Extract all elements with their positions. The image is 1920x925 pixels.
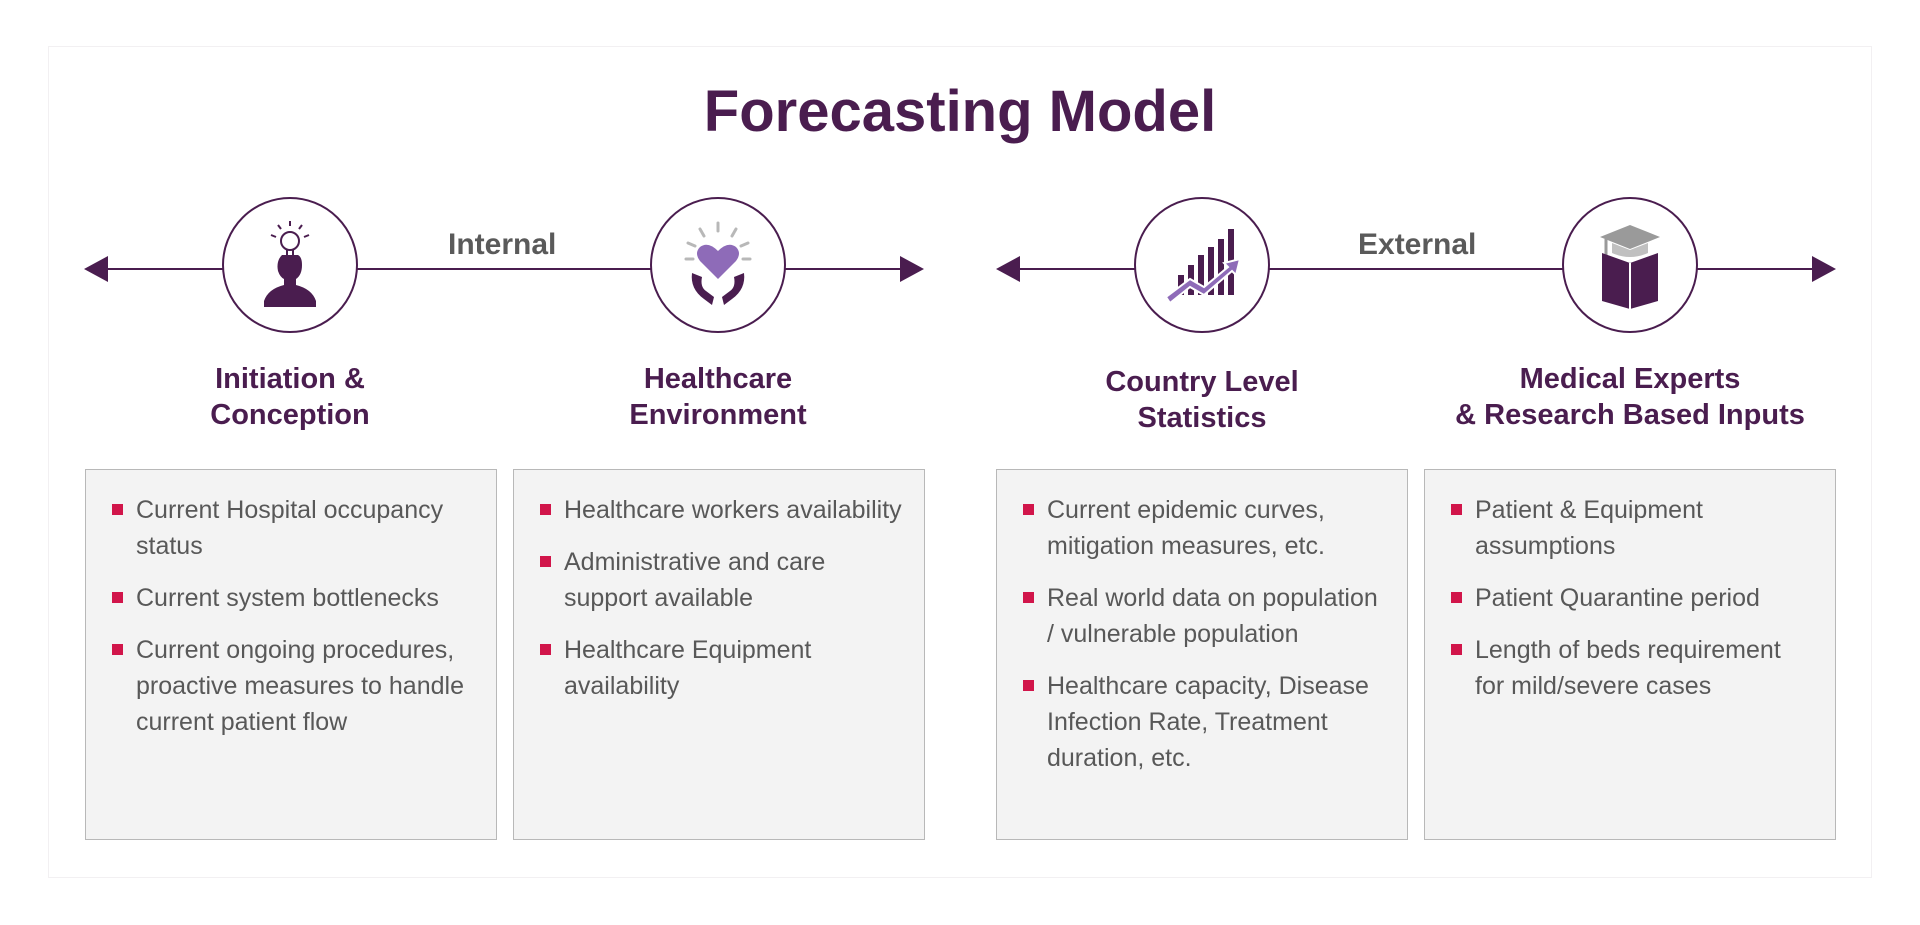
list-item: Healthcare capacity, Disease Infection R… — [1019, 668, 1385, 776]
internal-arrow-right-icon — [900, 256, 924, 282]
internal-arrow-left-icon — [84, 256, 108, 282]
external-arrow-left-icon — [996, 256, 1020, 282]
healthcare-icon-circle — [650, 197, 786, 333]
country-stats-icon-circle — [1134, 197, 1270, 333]
list-item: Current ongoing procedures, proactive me… — [108, 632, 474, 740]
bullet-icon — [1451, 504, 1462, 515]
heading-healthcare-environment: Healthcare Environment — [629, 363, 807, 431]
page-title: Forecasting Model — [703, 79, 1217, 144]
initiation-details-box: Current Hospital occupancy status Curren… — [85, 469, 497, 840]
bullet-icon — [112, 504, 123, 515]
heart-hands-icon — [684, 221, 752, 305]
bullet-icon — [1451, 644, 1462, 655]
bullet-icon — [1023, 592, 1034, 603]
initiation-bullet-list: Current Hospital occupancy status Curren… — [108, 492, 474, 740]
bullet-icon — [1023, 680, 1034, 691]
medical-experts-icon-circle — [1562, 197, 1698, 333]
internal-group-label: Internal — [442, 228, 563, 262]
internal-axis-line — [98, 268, 912, 270]
bullet-icon — [540, 644, 551, 655]
heading-medical-experts: Medical Experts & Research Based Inputs — [1455, 363, 1805, 431]
external-arrow-right-icon — [1812, 256, 1836, 282]
healthcare-details-box: Healthcare workers availability Administ… — [513, 469, 925, 840]
external-axis-line — [1010, 268, 1824, 270]
heading-initiation: Initiation & Conception — [210, 363, 370, 431]
bullet-icon — [1023, 504, 1034, 515]
country-stats-bullet-list: Current epidemic curves, mitigation meas… — [1019, 492, 1385, 776]
medical-experts-details-box: Patient & Equipment assumptions Patient … — [1424, 469, 1836, 840]
list-item: Patient Quarantine period — [1447, 580, 1813, 616]
graduation-book-icon — [1600, 225, 1660, 309]
bullet-icon — [540, 504, 551, 515]
list-item: Healthcare workers availability — [536, 492, 902, 528]
medical-experts-bullet-list: Patient & Equipment assumptions Patient … — [1447, 492, 1813, 704]
diagram-frame — [48, 46, 1872, 878]
list-item: Administrative and care support availabl… — [536, 544, 902, 616]
list-item: Healthcare Equipment availability — [536, 632, 902, 704]
list-item: Current epidemic curves, mitigation meas… — [1019, 492, 1385, 564]
list-item: Patient & Equipment assumptions — [1447, 492, 1813, 564]
heading-country-level-statistics: Country Level Statistics — [1105, 366, 1299, 434]
bullet-icon — [1451, 592, 1462, 603]
initiation-icon-circle — [222, 197, 358, 333]
external-group-label: External — [1352, 228, 1483, 262]
healthcare-bullet-list: Healthcare workers availability Administ… — [536, 492, 902, 704]
list-item: Current system bottlenecks — [108, 580, 474, 616]
country-stats-details-box: Current epidemic curves, mitigation meas… — [996, 469, 1408, 840]
bullet-icon — [540, 556, 551, 567]
person-lightbulb-icon — [264, 221, 316, 307]
bullet-icon — [112, 644, 123, 655]
list-item: Length of beds requirement for mild/seve… — [1447, 632, 1813, 704]
list-item: Current Hospital occupancy status — [108, 492, 474, 564]
list-item: Real world data on population / vulnerab… — [1019, 580, 1385, 652]
bar-chart-growth-icon — [1164, 229, 1242, 305]
bullet-icon — [112, 592, 123, 603]
